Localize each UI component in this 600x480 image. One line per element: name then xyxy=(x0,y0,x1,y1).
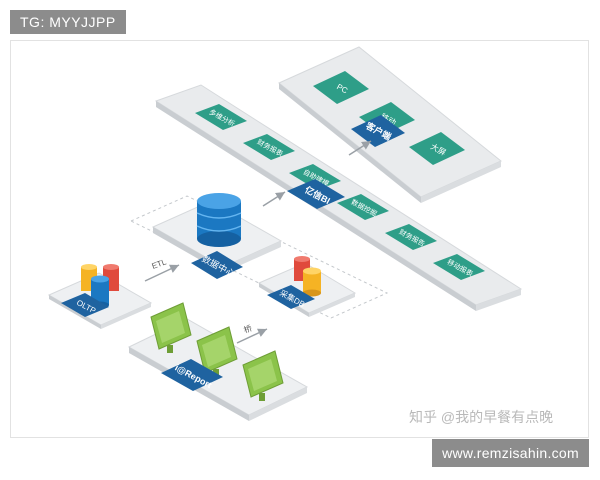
bi-platform: 多维分析 财务报表 自助建模 亿信BI 数据挖掘 财务报告 移动报表 xyxy=(154,84,523,311)
client-platform: PC 移动 大屏 客户端 xyxy=(278,46,502,203)
monitor-3 xyxy=(242,350,284,401)
bi-module-4: 数据挖掘 xyxy=(337,194,389,220)
arrow-dc-to-bi xyxy=(262,191,286,207)
database-cylinder xyxy=(196,193,242,247)
oltp-tab: OLTP xyxy=(61,293,109,317)
bi-module-5: 财务报告 xyxy=(385,224,437,250)
report-platform: i@Report xyxy=(127,302,309,421)
client-item-screen: 大屏 xyxy=(409,132,465,165)
client-item-pc: PC xyxy=(313,71,369,104)
bridge-label: 桥 xyxy=(242,323,253,335)
data-center-platform: 数据中心 xyxy=(151,193,283,279)
etl-arrow xyxy=(144,264,180,282)
architecture-diagram: PC 移动 大屏 客户端 多维分析 财务报表 自助建模 xyxy=(10,40,589,438)
diagram-svg: PC 移动 大屏 客户端 多维分析 财务报表 自助建模 xyxy=(47,46,523,421)
client-label-tab: 客户端 xyxy=(351,115,405,147)
bottom-tag: www.remzisahin.com xyxy=(432,439,589,467)
oltp-db-icons xyxy=(81,264,119,309)
bi-module-6: 移动报表 xyxy=(433,254,485,280)
bi-module-1: 多维分析 xyxy=(195,104,247,130)
collect-db-tab: 采集DB xyxy=(267,285,315,309)
monitor-2 xyxy=(196,326,238,377)
top-tag: TG: MYYJJPP xyxy=(10,10,126,34)
arrow-bi-to-client xyxy=(348,140,372,156)
data-center-zone xyxy=(129,195,389,319)
watermark: 知乎 @我的早餐有点晚 xyxy=(409,409,554,425)
bi-label-tab: 亿信BI xyxy=(287,179,345,209)
bridge-arrow xyxy=(236,328,268,344)
bi-module-2: 财务报表 xyxy=(243,134,295,160)
monitor-1 xyxy=(150,302,192,353)
collect-db-icon xyxy=(294,256,321,297)
collect-db-platform: 采集DB xyxy=(257,256,357,317)
etl-label: ETL xyxy=(151,257,168,271)
oltp-platform: OLTP xyxy=(47,264,153,329)
